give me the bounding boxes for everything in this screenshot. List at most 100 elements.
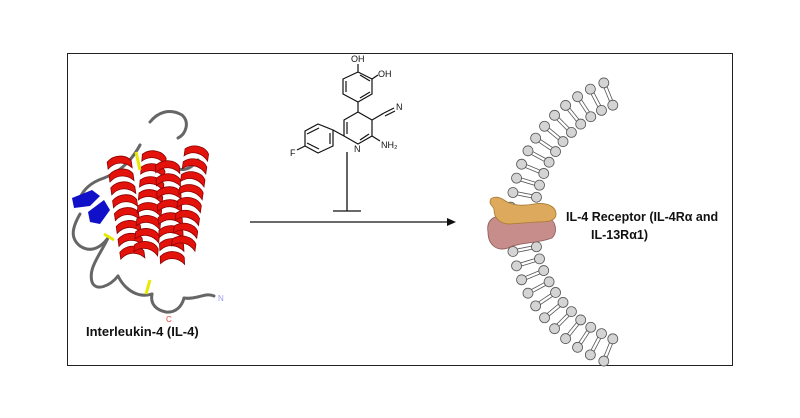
lipid-tail (525, 276, 534, 281)
receptor-label-line2: IL-13Rα1) (591, 228, 648, 242)
lipid-tail (590, 93, 595, 101)
lipid-head (539, 312, 550, 324)
lipid-head (598, 77, 610, 89)
atom-fluorine: F (290, 148, 296, 158)
lipid-tail (585, 331, 591, 339)
protein-disulfides (103, 151, 152, 295)
lipid-tail (537, 297, 545, 303)
helix-turn (174, 209, 200, 227)
n-terminus-label: N (218, 294, 224, 303)
lipid-tail (539, 154, 547, 160)
lipid-tail (558, 320, 565, 328)
lipid-tail (569, 107, 575, 114)
lipid-tail (571, 115, 578, 123)
lipid-head (585, 111, 597, 123)
lipid-tail (552, 303, 560, 310)
lipid-head (543, 156, 555, 168)
lipid-head (549, 109, 560, 121)
lipid-head (566, 306, 577, 318)
lipid-head (550, 287, 561, 298)
lipid-head (575, 314, 587, 326)
lipid-tail (537, 157, 546, 163)
lipid-tail (580, 337, 586, 346)
lipid-tail (606, 341, 611, 350)
lipid-head (566, 126, 577, 138)
lipid-tail (552, 134, 560, 141)
helix-turn (110, 181, 137, 196)
helix-turn (133, 241, 159, 257)
lipid-tail (569, 330, 575, 337)
lipid-tail (530, 153, 538, 159)
lipid-head (607, 99, 619, 111)
helix-turn (113, 207, 140, 222)
lipid-tail (524, 166, 533, 171)
lipid-tail (609, 93, 614, 102)
lipid-head (560, 333, 572, 344)
lipid-head (538, 168, 550, 179)
lipid-bilayer-membrane (504, 77, 619, 367)
lipid-tail (524, 192, 533, 196)
lipid-tail (566, 327, 573, 335)
lipid-tail (524, 248, 533, 252)
receptor-label-line1: IL-4 Receptor (IL-4Rα and (566, 210, 718, 224)
lipid-head (560, 100, 572, 111)
lipid-head (522, 287, 534, 299)
lipid-head (550, 146, 561, 157)
lipid-tail (558, 116, 565, 124)
lipid-head (507, 187, 519, 198)
helix-turn (183, 145, 209, 163)
lipid-tail (527, 258, 536, 262)
lipid-tail (525, 163, 534, 168)
lipid-tail (516, 247, 525, 250)
lipid-tail (555, 318, 563, 325)
lipid-head (538, 265, 550, 276)
figure-frame (67, 53, 733, 366)
lipid-tail (585, 105, 591, 113)
lipid-tail (520, 177, 529, 181)
lipid-tail (594, 336, 599, 344)
lipid-tail (590, 343, 595, 351)
lipid-head (557, 136, 569, 147)
atom-oh-2: OH (378, 69, 392, 79)
lipid-head (607, 333, 619, 345)
lipid-tail (527, 182, 536, 186)
lipid-head (516, 158, 527, 170)
lipid-head (507, 246, 519, 257)
helix-turn (106, 155, 133, 171)
lipid-tail (606, 85, 611, 94)
lipid-tail (563, 122, 571, 129)
lipid-tail (528, 179, 537, 183)
helix-turn (159, 251, 186, 266)
lipid-tail (530, 285, 538, 291)
lipid-tail (524, 273, 533, 278)
protein-label: Interleukin-4 (IL-4) (86, 324, 199, 339)
lipid-tail (539, 300, 547, 306)
lipid-tail (539, 284, 547, 290)
lipid-tail (544, 145, 552, 151)
inhibition-bar (333, 152, 361, 212)
lipid-tail (593, 344, 598, 353)
lipid-tail (531, 270, 540, 275)
lipid-tail (606, 94, 611, 103)
lipid-tail (548, 127, 556, 133)
lipid-tail (537, 281, 546, 287)
lipid-head (572, 91, 583, 103)
lipid-tail (603, 349, 608, 357)
helix-turn (178, 184, 204, 201)
lipid-head (534, 253, 545, 265)
helix-turn (172, 222, 199, 240)
lipid-head (511, 260, 522, 272)
lipid-tail (609, 342, 614, 351)
lipid-tail (532, 150, 540, 156)
lipid-head (530, 300, 542, 312)
lipid-tail (561, 124, 568, 131)
helix-turn (181, 158, 208, 176)
helix-turn (176, 197, 202, 214)
lipid-head (534, 179, 545, 191)
lipid-tail (574, 323, 580, 331)
lipid-tail (524, 196, 533, 199)
receptor-subunit-top (489, 196, 557, 225)
protein-beta-strands (72, 190, 110, 224)
lipid-head (596, 105, 607, 116)
c-terminus-label: C (166, 315, 172, 324)
